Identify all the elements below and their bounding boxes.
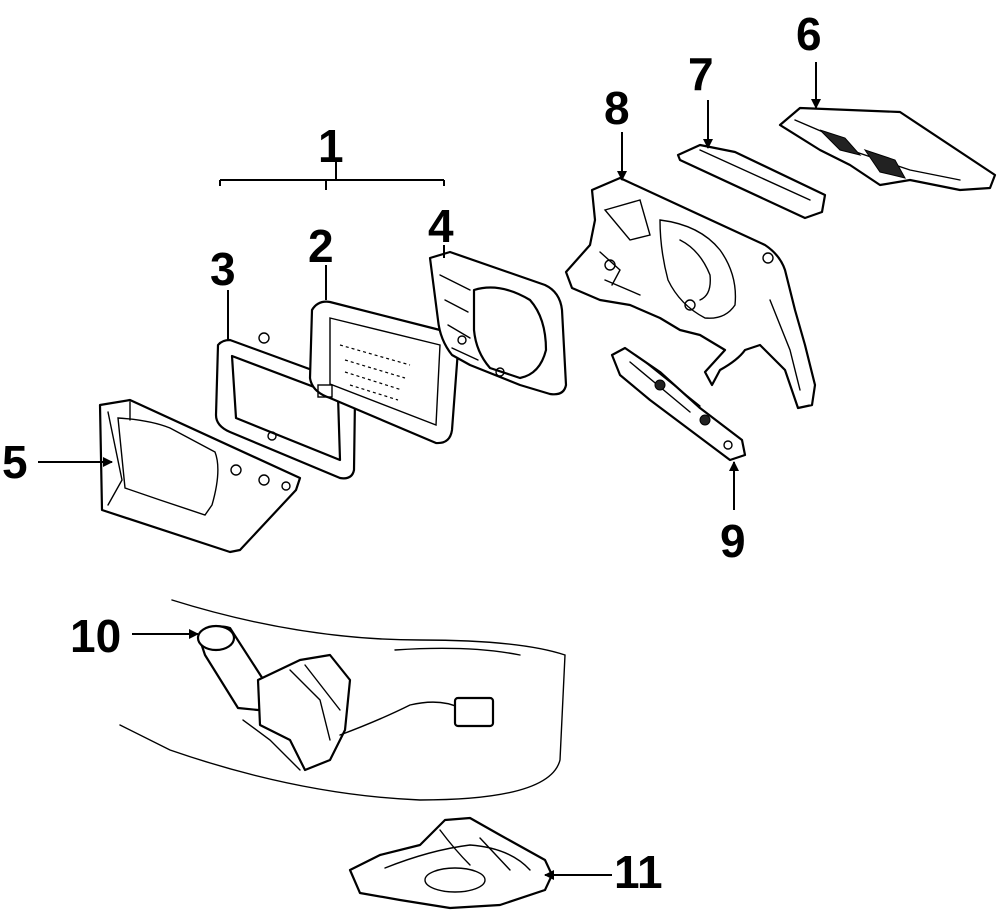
- part-2-sealed-beam-lamp: [308, 300, 460, 445]
- part-5-bezel: [98, 398, 302, 554]
- part-7-filler-panel: [676, 143, 827, 220]
- part-11-lower-bracket: [348, 816, 554, 910]
- part-6-upper-cover: [778, 106, 997, 192]
- leader-lines: [38, 62, 821, 880]
- part-8-housing-assembly: [564, 176, 817, 410]
- callout-8: 8: [604, 82, 630, 134]
- callout-2: 2: [308, 220, 334, 272]
- callout-4: 4: [428, 200, 454, 252]
- callout-1: 1: [318, 120, 344, 172]
- callout-7: 7: [688, 48, 714, 100]
- callout-labels: 1 2 3 4 5 6 7 8 9 10 11: [2, 8, 822, 898]
- callout-9: 9: [720, 515, 746, 567]
- callout-11: 11: [614, 846, 663, 898]
- callout-10: 10: [70, 610, 121, 662]
- callout-3: 3: [210, 243, 236, 295]
- callout-5: 5: [2, 436, 28, 488]
- callout-6: 6: [796, 8, 822, 60]
- part-9-adjuster-bracket: [610, 346, 747, 462]
- part-4-mounting-frame: [428, 250, 568, 396]
- part-10-retractor-motor: [119, 599, 566, 801]
